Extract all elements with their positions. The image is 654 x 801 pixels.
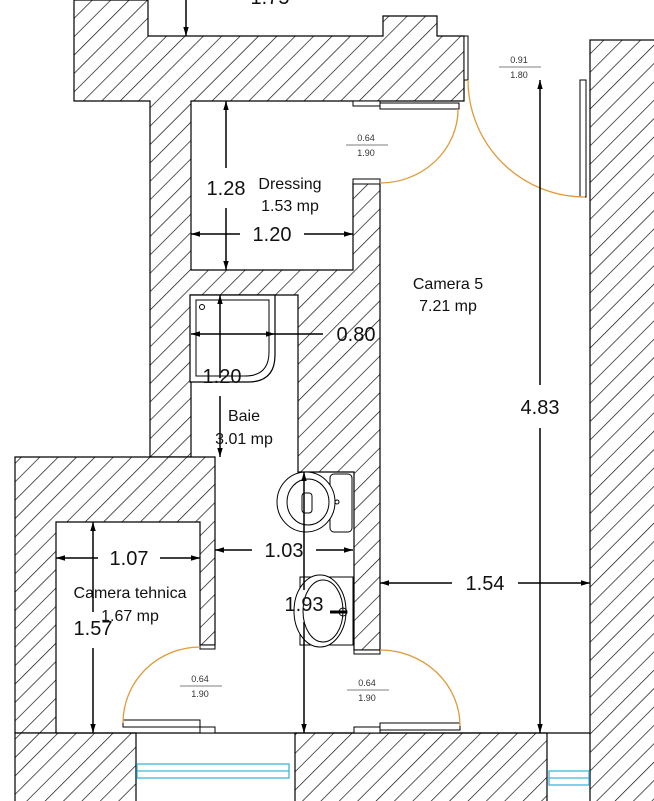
wall-right (589, 39, 654, 801)
sink (293, 574, 354, 648)
shower-tray (189, 294, 276, 383)
room-name-dressing: Dressing (258, 176, 321, 193)
svg-text:0.64: 0.64 (358, 678, 376, 688)
room-name-tehnica: Camera tehnica (74, 585, 187, 602)
door-baie[interactable] (353, 649, 461, 734)
room-area-tehnica: 1.67 mp (101, 608, 159, 625)
svg-text:1.90: 1.90 (191, 689, 209, 699)
svg-text:0.64: 0.64 (191, 674, 209, 684)
door-dressing[interactable] (352, 100, 460, 185)
dim-label-baie-width: 1.03 (265, 540, 304, 562)
dim-label-baie-length: 1.93 (285, 594, 324, 616)
room-area-baie: 3.01 mp (215, 431, 273, 448)
door-tag-camera5: 0.91 1.80 (499, 55, 541, 80)
door-camera5[interactable] (463, 35, 587, 198)
door-tag-baie: 0.64 1.90 (347, 678, 389, 703)
door-tag-tehnica: 0.64 1.90 (180, 674, 222, 699)
dim-label-camera5-width: 1.54 (466, 573, 505, 595)
door-tehnica[interactable] (122, 644, 216, 734)
dim-label-tehnica-width: 1.07 (110, 548, 149, 570)
svg-text:0.64: 0.64 (357, 133, 375, 143)
dim-label-shower-width: 0.80 (337, 324, 376, 346)
svg-text:1.80: 1.80 (510, 70, 528, 80)
window-left (136, 763, 290, 779)
dim-label-camera5-length: 4.83 (521, 397, 560, 419)
door-tag-dressing: 0.64 1.90 (346, 133, 388, 158)
dim-label-tehnica-length: 1.57 (74, 618, 113, 640)
toilet (276, 471, 353, 533)
window-right (548, 770, 590, 786)
room-area-camera5: 7.21 mp (419, 298, 477, 315)
room-name-camera5: Camera 5 (413, 276, 483, 293)
dim-label-shower-length: 1.20 (203, 366, 242, 388)
dim-label-dressing-width: 1.20 (253, 224, 292, 246)
svg-text:1.90: 1.90 (357, 148, 375, 158)
svg-text:0.91: 0.91 (510, 55, 528, 65)
wall-bottom-middle (294, 732, 548, 801)
svg-text:1.90: 1.90 (358, 693, 376, 703)
room-name-baie: Baie (228, 408, 260, 425)
dim-label-top: 1.75 (251, 0, 290, 9)
wall-bottom-left (14, 732, 137, 801)
dim-label-dressing-height: 1.28 (207, 178, 246, 200)
room-area-dressing: 1.53 mp (261, 198, 319, 215)
